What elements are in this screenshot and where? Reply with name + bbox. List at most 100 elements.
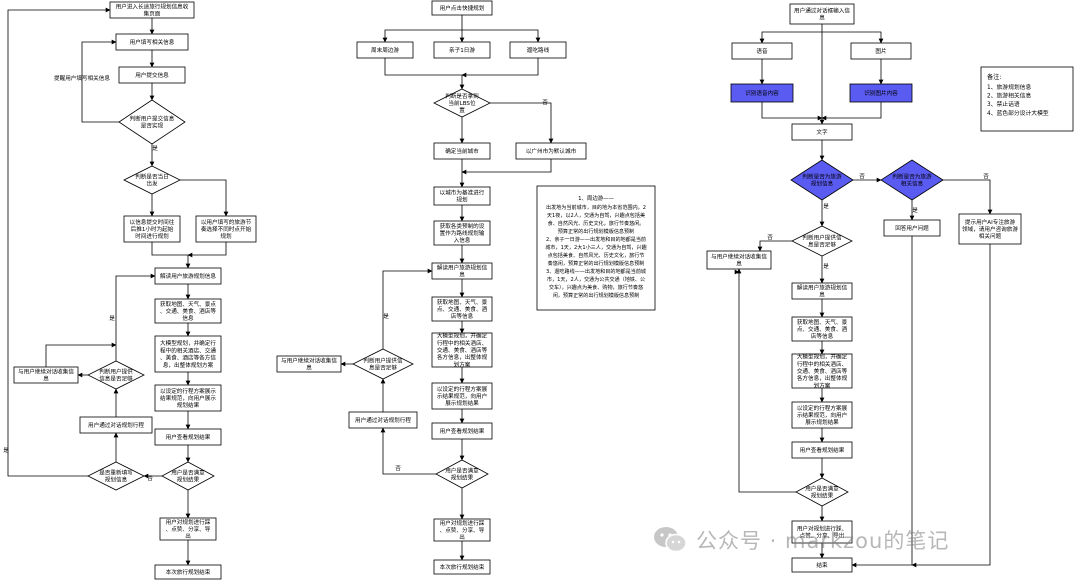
start-box: 用户点击快捷规划 [431, 0, 493, 16]
node-label: 判断是否当日出发 [135, 172, 169, 187]
process-box: 遛吃路线 [509, 41, 567, 59]
process-box: 回答用户问题 [883, 219, 941, 237]
process-box: 图片 [850, 42, 912, 60]
process-box: 提示用户AI专注旅游领域，请用户咨询旅游相关问题 [958, 213, 1022, 245]
process-box: 以设定的行程方案展示结果规范，向用户展示规划结果 [791, 401, 853, 429]
node-label: 以信息提交时间往后推1小时为起始时间进行规划 [130, 218, 175, 240]
node-label: 大模型规划，并确定行程中的相关酒店、交通、美食、酒店等各方信息，出整体规划方案 [797, 353, 848, 390]
process-box: 确定当前城市 [433, 142, 491, 160]
connector-arrow [943, 179, 993, 215]
node-label: 本次旅行规划结束 [440, 563, 485, 571]
decision-diamond: 用户是否满意规划结果 [435, 459, 489, 489]
llm-diamond: 判断是否为旅游规划信息 [790, 159, 854, 201]
note-title: 1、周边游—— [578, 194, 614, 202]
node-label: 遛吃路线 [527, 46, 550, 54]
start-box: 用户进入长途旅行规划信息收集页面 [109, 1, 195, 19]
node-label: 解读用户旅游规划信息 [797, 283, 848, 298]
legend-item: 2、旅游相关信息 [987, 92, 1031, 100]
process-box: 与用户继续对话收集信息 [276, 355, 342, 373]
node-label: 语音 [756, 47, 768, 55]
process-box: 周末周边游 [356, 41, 414, 59]
end-box: 本次旅行规划结束 [154, 564, 222, 580]
process-box: 获取地图、天气、景点、交通、美食、酒店等信息 [431, 296, 493, 322]
connector-arrow [7, 7, 111, 477]
process-box: 与用户继续对话收集信息 [706, 250, 772, 270]
connector-arrow [180, 179, 229, 217]
nodes: 用户进入长途旅行规划信息收集页面用户填写相关信息用户提交信息判断用户提交信息是否… [13, 0, 1074, 580]
note-line: 城市，1天，2大1小三人，交通为自驾，兴趣 [545, 244, 646, 251]
node-label: 获取地图、天气、景点、交通、美食、酒店等信息 [160, 300, 216, 322]
connector-arrow [151, 242, 191, 269]
decision-diamond: 用户是否满意规划结果 [161, 461, 215, 491]
connector-arrow [187, 242, 227, 258]
connector-arrow [461, 159, 552, 175]
decision-diamond: 判断是否当日出发 [123, 165, 181, 195]
node-label: 判断用户提供信息是否足够 [802, 233, 842, 248]
node-label: 用户查看规划结果 [166, 433, 211, 441]
process-box: 大模型规划，并确定行程中的相关酒店、交通、美食、酒店等各方信息，出整体规划方案 [154, 335, 222, 373]
note-line: 天1夜，以2人，交通为自驾，兴趣点包括美 [547, 212, 645, 219]
node-label: 提示用户AI专注旅游领域，请用户咨询旅游相关问题 [962, 218, 1018, 240]
decision-diamond: 用户是否满意规划结果 [795, 477, 849, 507]
process-box: 获取地图、天气、景点、交通、美食、酒店等信息 [154, 298, 222, 324]
connector-arrow [115, 273, 156, 361]
node-label: 获取地图、天气、景点、交通、美食、酒店等信息 [797, 318, 848, 340]
node-label: 判断是否拿到当前LBS位置 [445, 92, 479, 114]
node-label: 用户对规划进行踩、点赞、分享、导出 [166, 518, 211, 540]
node-label: 回答用户问题 [895, 224, 929, 232]
wechat-icon [654, 527, 687, 553]
node-label: 获取各类预制的设置作为路线规划输入信息 [440, 222, 485, 244]
process-box: 解读用户旅游规划信息 [154, 267, 222, 285]
node-label: 用户是否满意规划结果 [805, 484, 839, 499]
node-label: 判断是否为旅游规划信息 [802, 172, 842, 187]
node-label: 判断用户提交信息是否实现 [130, 114, 175, 129]
edge-label-no: 否 [859, 173, 865, 180]
connector-arrow [822, 31, 884, 44]
connector-arrow [384, 58, 465, 90]
node-label: 判断用户提供信息是否足够 [99, 367, 133, 382]
node-label: 结束 [816, 561, 828, 569]
connector-arrow [462, 29, 541, 43]
decision-diamond: 判断用户提交信息是否实现 [118, 99, 186, 145]
edge-label-yes: 是 [109, 315, 115, 322]
llm-box: 识别图片内容 [849, 83, 913, 103]
node-label: 确定当前城市 [445, 147, 479, 155]
node-label: 与用户继续对话收集信息 [711, 252, 767, 267]
process-box: 用户查看规划结果 [154, 428, 222, 446]
connector-arrow [45, 342, 117, 367]
node-label: 用户对规划进行踩、点赞、分享、导出 [440, 519, 485, 541]
node-label: 以广州市为默认城市 [526, 147, 577, 155]
note-line: 2、亲子一日游——出发地和目的地都是当前 [546, 236, 646, 243]
node-label: 是否重新填写规划信息 [99, 468, 133, 483]
process-box: 获取各类预制的设置作为路线规划输入信息 [433, 220, 491, 246]
process-box: 用户对规划进行踩、点赞、分享、导出 [433, 518, 491, 542]
node-label: 以城市为基准进行规划 [440, 188, 485, 203]
node-label: 用户对规划进行踩、点赞、分享、导出 [797, 524, 847, 539]
node-label: 大模型规划，并确定行程中的相关酒店、交通、美食、酒店等各方信息，出整体规划方案 [160, 339, 216, 369]
node-label: 以设定的行程方案展示结果规范，向用户展示规划结果 [160, 387, 216, 409]
edge-label-no: 否 [542, 99, 548, 106]
connector-arrow [911, 244, 991, 568]
node-label: 用户通过对话规划行程 [355, 416, 411, 424]
edge-label-yes: 是 [823, 203, 829, 210]
node-label: 用户填写相关信息 [130, 38, 175, 46]
note-line: 出发地为当前城市，目的地为本省范围内，2 [546, 204, 646, 211]
process-box: 与用户继续对话收集信息 [13, 366, 79, 384]
node-label: 用户是否满意规划结果 [171, 468, 205, 483]
node-label: 用户通过对话框输入信息 [794, 6, 850, 21]
process-box: 以设定的行程方案展示结果规范，向用户展示规划结果 [431, 382, 493, 410]
connector-arrow [757, 240, 792, 252]
node-label: 用户提交信息 [135, 71, 169, 79]
node-label: 解读用户旅游规划信息 [437, 263, 488, 278]
process-box: 以城市为基准进行规划 [433, 186, 491, 206]
process-box: 用户通过对话规划行程 [348, 411, 418, 429]
watermark-text: 公众号 · markzou的笔记 [696, 529, 950, 553]
node-label: 文字 [816, 128, 828, 136]
decision-diamond: 判断用户提供信息是否足够 [791, 225, 853, 257]
node-label: 图片 [875, 47, 887, 55]
node-label: 与用户继续对话收集信息 [281, 356, 337, 371]
decision-diamond: 判断是否拿到当前LBS位置 [433, 88, 491, 118]
edge-label-yes: 是 [912, 207, 918, 214]
note-line: 预算正常的出行规划模版信息预制 [558, 228, 634, 235]
